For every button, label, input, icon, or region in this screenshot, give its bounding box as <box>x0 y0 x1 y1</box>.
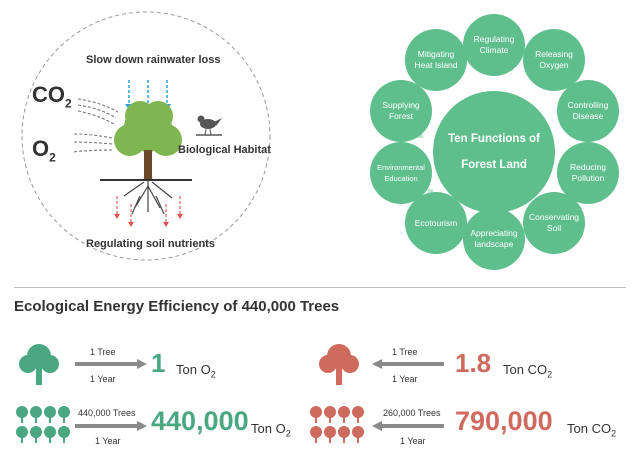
row3-value: 440,000 <box>151 406 249 436</box>
node-reducing-pollution: Reducing Pollution <box>557 142 619 204</box>
center-line2: Forest Land <box>461 159 527 171</box>
row1-unit: Ton O2 <box>176 362 216 380</box>
arrow-right-2 <box>75 421 147 431</box>
o2-label: O2 <box>32 136 56 164</box>
row3-unit-sub: 2 <box>285 428 291 439</box>
node-supplying-forest: Supplying Forest <box>370 80 432 142</box>
row3-bottom: 1 Year <box>95 436 121 446</box>
row3-top: 440,000 Trees <box>78 408 136 418</box>
left-diagram-graphic <box>21 11 271 261</box>
efficiency-title: Ecological Energy Efficiency of 440,000 … <box>14 298 340 315</box>
node-mitigating-heat-island: Mitigating Heat Island <box>405 29 467 91</box>
row4-bottom: 1 Year <box>400 436 426 446</box>
row1-value: 1 <box>151 348 166 378</box>
node-appreciating-landscape: Appreciating landscape <box>463 208 525 270</box>
co2-text: CO <box>32 82 65 107</box>
arrow-right-1 <box>75 359 147 369</box>
o2-subscript: 2 <box>49 150 56 165</box>
center-line1: Ten Functions of <box>448 133 540 145</box>
row1-unit-text: Ton O <box>176 362 211 377</box>
row4-unit: Ton CO2 <box>567 421 616 439</box>
row3-unit: Ton O2 <box>251 421 291 439</box>
row4-value: 790,000 <box>455 406 553 436</box>
row2-unit-sub: 2 <box>547 369 553 380</box>
arrow-left-2 <box>372 421 444 431</box>
row4-unit-text: Ton CO <box>567 421 612 436</box>
green-tree-icon <box>19 344 59 385</box>
rainwater-label: Slow down rainwater loss <box>86 54 221 66</box>
o2-text: O <box>32 136 50 161</box>
row2-unit: Ton CO2 <box>503 362 552 380</box>
row2-value: 1.8 <box>455 348 492 378</box>
node-conservating-soil: Conservating Soil <box>523 192 585 254</box>
node-controlling-disease: Controlling Disease <box>557 80 619 142</box>
row1-bottom: 1 Year <box>90 374 116 384</box>
section-divider <box>14 287 626 288</box>
node-environmental-education: Environmental Education <box>370 142 432 204</box>
soil-label: Regulating soil nutrients <box>86 238 215 250</box>
node-regulating-climate: Regulating Climate <box>463 14 525 76</box>
row2-top: 1 Tree <box>392 347 418 357</box>
arrow-left-1 <box>372 359 444 369</box>
habitat-label: Biological Habitat <box>178 144 271 156</box>
red-tree-icon <box>319 344 359 385</box>
row2-bottom: 1 Year <box>392 374 418 384</box>
node-ecotourism: Ecotourism <box>405 192 467 254</box>
ten-functions-center: Ten Functions of Forest Land <box>433 91 555 213</box>
row4-unit-sub: 2 <box>611 428 617 439</box>
row4-top: 260,000 Trees <box>383 408 441 418</box>
green-trees-grid-icon <box>16 406 70 443</box>
red-trees-grid-icon <box>310 406 364 443</box>
co2-subscript: 2 <box>65 96 72 111</box>
row1-top: 1 Tree <box>90 347 116 357</box>
co2-label: CO2 <box>32 82 72 110</box>
node-releasing-oxygen: Releasing Oxygen <box>523 29 585 91</box>
row3-unit-text: Ton O <box>251 421 286 436</box>
row2-unit-text: Ton CO <box>503 362 548 377</box>
row1-unit-sub: 2 <box>210 369 216 380</box>
